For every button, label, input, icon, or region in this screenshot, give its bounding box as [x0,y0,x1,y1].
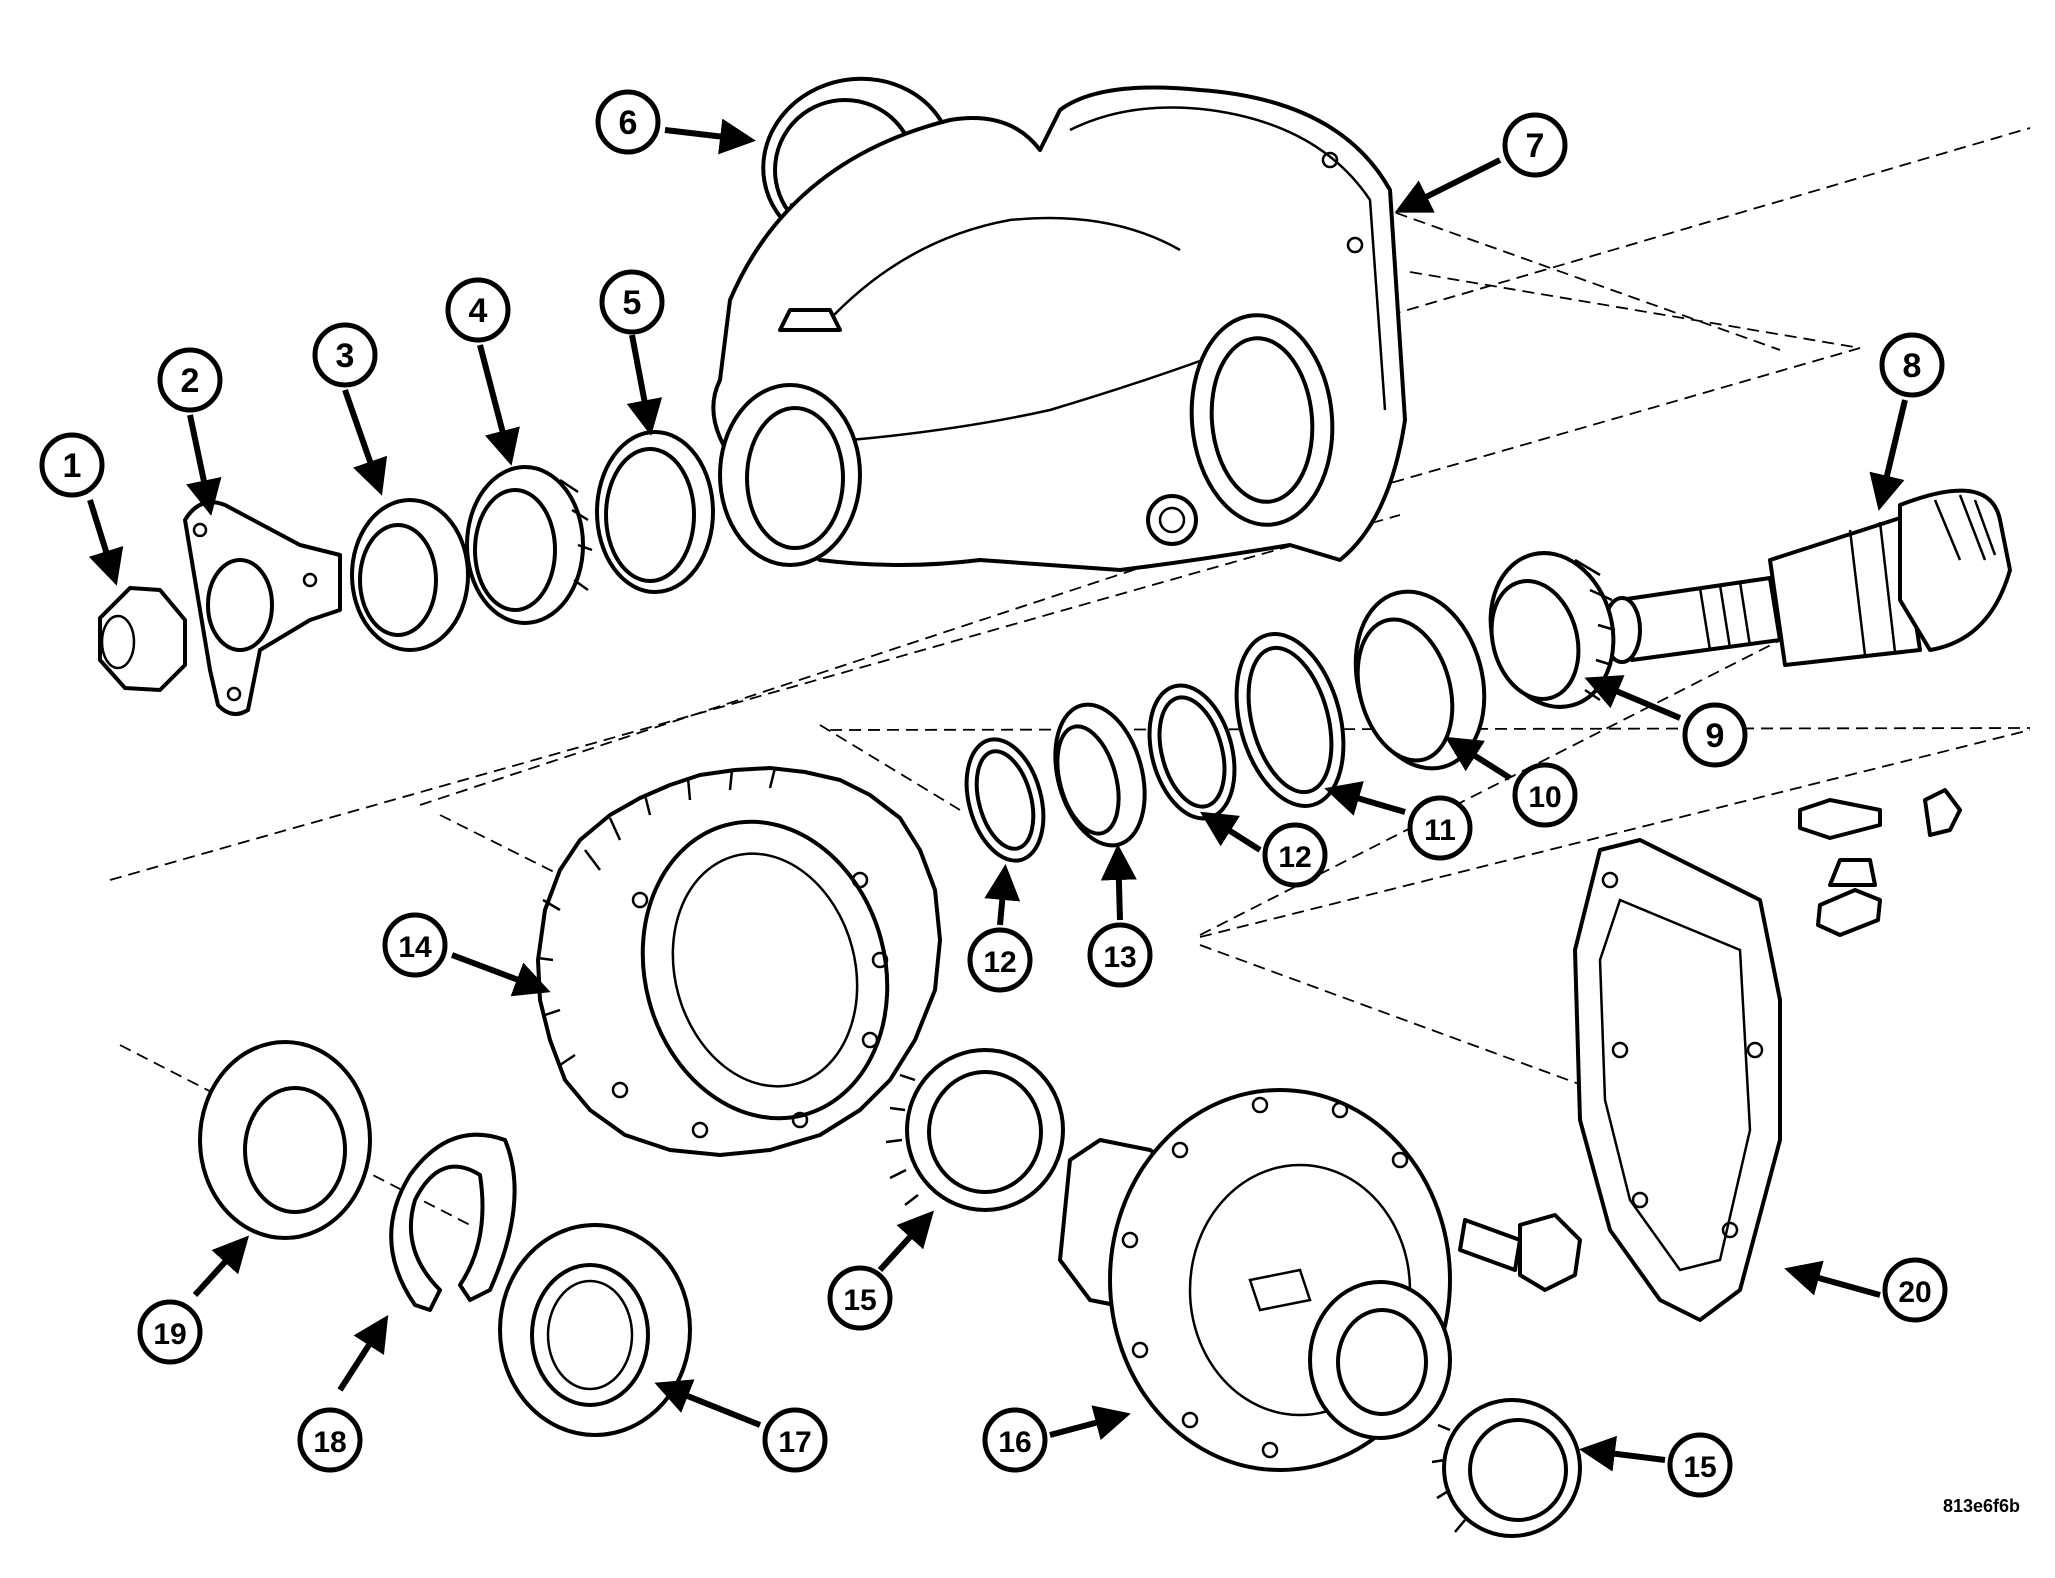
reference-code: 813e6f6b [1943,1496,2020,1516]
part-20-rear-cover [1573,838,1782,1322]
svg-text:14: 14 [398,931,432,964]
part-16-differential-case [1058,1088,1452,1472]
svg-text:5: 5 [623,284,642,322]
svg-text:13: 13 [1103,941,1136,974]
part-12-shim-upper [1147,683,1237,821]
svg-text:15: 15 [1683,1451,1716,1484]
svg-text:3: 3 [336,337,355,375]
callout-15-upper: 15 [827,1265,893,1331]
callout-5: 5 [599,269,665,335]
callout-13: 13 [1087,922,1153,988]
callout-1: 1 [39,432,105,498]
part-13-spacer [1053,702,1147,848]
callout-14: 14 [382,912,448,978]
part-4-pinion-bearing-cone [465,465,593,625]
svg-text:9: 9 [1706,717,1725,755]
svg-text:10: 10 [1528,781,1561,814]
callout-16: 16 [982,1407,1048,1473]
part-10-bearing-cup [1353,589,1487,771]
callout-12-upper: 12 [1262,822,1328,888]
part-18-snap-ring [389,1132,517,1312]
callout-3: 3 [312,322,378,388]
svg-text:6: 6 [619,104,638,142]
svg-text:18: 18 [313,1426,346,1459]
svg-text:12: 12 [983,946,1016,979]
callout-20: 20 [1882,1257,1948,1323]
leader-arrows [87,118,1908,1472]
part-9-pinion-bearing-cone [1488,551,1616,709]
part-5-bearing-cup [595,430,715,594]
callout-17: 17 [762,1407,828,1473]
svg-text:16: 16 [998,1426,1031,1459]
callout-19: 19 [137,1299,203,1365]
part-14-ring-gear [536,766,942,1157]
part-19-bearing-cup [198,1040,372,1240]
svg-text:8: 8 [1903,347,1922,385]
svg-text:12: 12 [1278,841,1311,874]
callout-9: 9 [1682,702,1748,768]
svg-text:17: 17 [778,1426,811,1459]
callout-2: 2 [157,347,223,413]
svg-text:15: 15 [843,1284,876,1317]
part-17-axle-seal [498,1223,692,1437]
svg-text:4: 4 [469,292,488,330]
part-7-differential-housing [711,85,1407,572]
svg-text:2: 2 [181,362,200,400]
callout-11: 11 [1407,795,1473,861]
callout-8: 8 [1879,332,1945,398]
callout-15-lower: 15 [1667,1432,1733,1498]
callout-6: 6 [595,89,661,155]
part-2-companion-flange [183,500,342,716]
callout-4: 4 [445,277,511,343]
part-11-shim [1234,632,1346,808]
callout-7: 7 [1502,112,1568,178]
svg-text:19: 19 [153,1318,186,1351]
drain-plug [1816,858,1882,937]
part-8-pinion-gear-shaft [1602,488,2012,667]
svg-text:1: 1 [63,447,82,485]
part-15-side-bearing-lower [1431,1398,1582,1538]
callout-12-lower: 12 [967,927,1033,993]
svg-text:7: 7 [1526,127,1545,165]
part-12-shim-lower [964,737,1046,863]
ring-gear-bolt [1458,1213,1582,1292]
part-3-oil-seal [350,498,470,652]
part-1-pinion-nut [98,586,187,692]
callout-10: 10 [1512,762,1578,828]
fill-plug [1798,788,1962,840]
part-15-side-bearing-upper [885,1048,1065,1212]
svg-text:11: 11 [1424,814,1456,847]
svg-text:20: 20 [1898,1276,1931,1309]
callout-18: 18 [297,1407,363,1473]
